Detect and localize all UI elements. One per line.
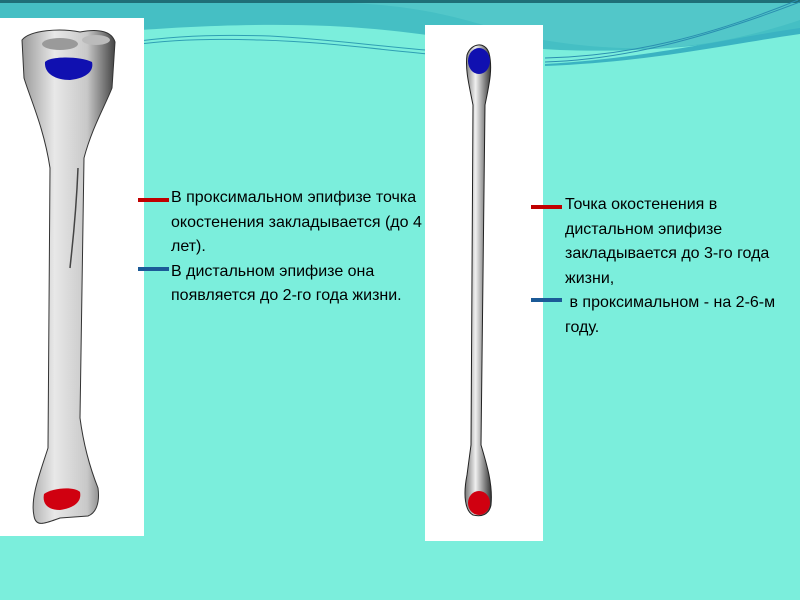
proximal-ossification-marker	[44, 57, 93, 80]
red-legend-marker-right	[531, 205, 562, 209]
caption-item-proximal: В проксимальном эпифизе точка окостенени…	[171, 189, 422, 255]
caption-item-distal: Точка окостенения в дистальном эпифизе з…	[565, 196, 770, 287]
tibia-bone-illustration	[21, 29, 116, 524]
decorative-wave-header	[0, 0, 800, 66]
fibula-caption: Точка окостенения в дистальном эпифизе з…	[565, 193, 795, 340]
tibia-image-panel	[0, 18, 144, 536]
blue-legend-marker-left	[138, 267, 169, 271]
proximal-ossification-marker-fibula	[468, 48, 490, 74]
red-legend-marker-left	[138, 198, 169, 202]
fibula-bone-illustration	[464, 44, 492, 517]
caption-item-distal: В дистальном эпифизе она появляется до 2…	[171, 262, 402, 305]
distal-ossification-marker-fibula	[468, 491, 490, 515]
blue-legend-marker-right	[531, 298, 562, 302]
fibula-image-panel	[425, 25, 543, 541]
tibia-caption: В проксимальном эпифизе точка окостенени…	[171, 186, 431, 309]
distal-ossification-marker	[43, 488, 81, 510]
caption-item-proximal: в проксимальном - на 2-6-м году.	[565, 294, 780, 336]
